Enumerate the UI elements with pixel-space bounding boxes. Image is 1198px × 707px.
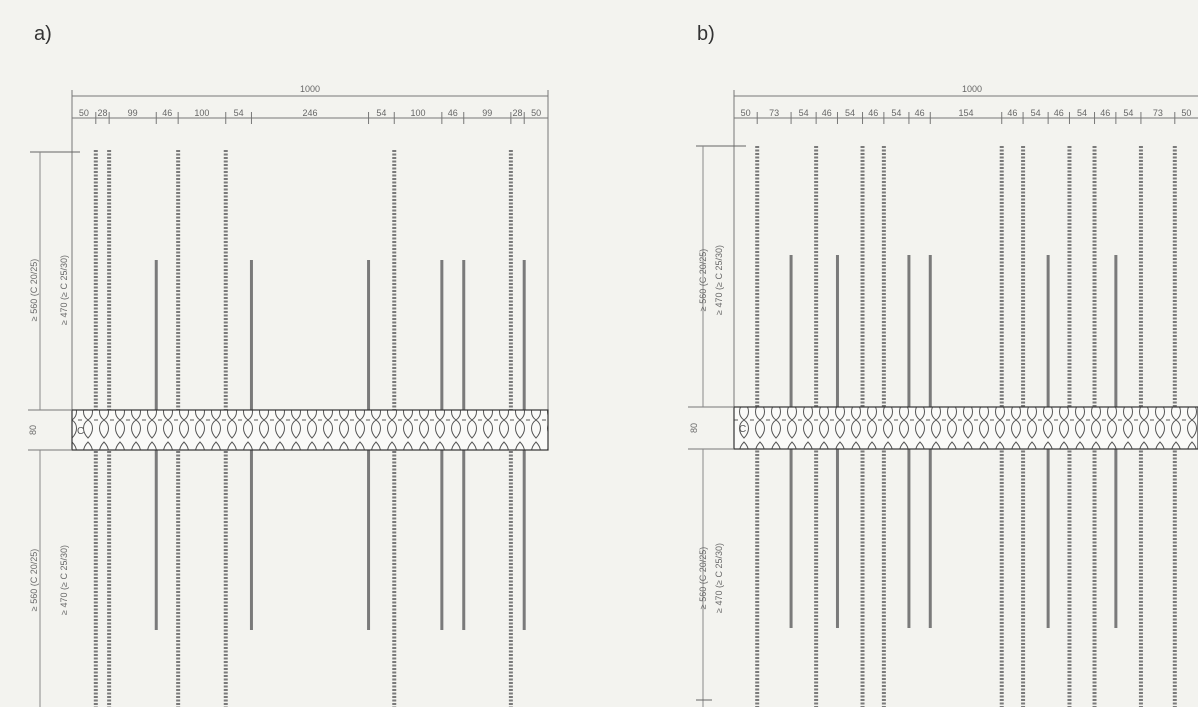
panel-b-insulation-block <box>733 406 1198 450</box>
panel-a-spacing-labels: 50 28 99 46 100 54 246 54 100 46 99 28 50 <box>79 108 541 124</box>
spacing-label: 46 <box>822 108 832 118</box>
spacing-label: 246 <box>302 108 317 118</box>
spacing-label: 46 <box>1100 108 1110 118</box>
spacing-label: 46 <box>448 108 458 118</box>
spacing-label: 73 <box>769 108 779 118</box>
spacing-label: 99 <box>482 108 492 118</box>
panel-b-lower-anchorage-label-1: ≥ 560 (C 20/25) <box>698 547 708 609</box>
spacing-label: 54 <box>1031 108 1041 118</box>
panel-b-upper-anchorage-label-1: ≥ 560 (C 20/25) <box>698 249 708 311</box>
spacing-label: 28 <box>513 108 523 118</box>
panel-a-total-dimension: 1000 <box>300 84 320 94</box>
spacing-label: 50 <box>531 108 541 118</box>
spacing-label: 46 <box>162 108 172 118</box>
spacing-label: 50 <box>741 108 751 118</box>
panel-b-total-dimension: 1000 <box>962 84 982 94</box>
spacing-label: 100 <box>411 108 426 118</box>
panel-a-insulation-mark: C <box>77 426 84 437</box>
panel-a-lower-anchorage-label-1: ≥ 560 (C 20/25) <box>29 549 39 611</box>
panel-b-upper-anchorage-label-2: ≥ 470 (≥ C 25/30) <box>714 245 724 315</box>
panel-a-insulation-block <box>71 409 549 451</box>
panel-a-upper-anchorage-label-2: ≥ 470 (≥ C 25/30) <box>59 255 69 325</box>
spacing-label: 50 <box>1181 108 1191 118</box>
spacing-label: 54 <box>891 108 901 118</box>
spacing-label: 54 <box>799 108 809 118</box>
spacing-label: 28 <box>97 108 107 118</box>
panel-a-insulation-thickness: 80 <box>28 425 38 435</box>
panel-b-label: b) <box>697 23 715 45</box>
panel-b-dimension-line <box>733 90 1198 410</box>
panel-b-lower-anchorage-label-2: ≥ 470 (≥ C 25/30) <box>714 543 724 613</box>
spacing-label: 54 <box>234 108 244 118</box>
panel-a-dimension-line <box>71 90 549 410</box>
spacing-label: 50 <box>79 108 89 118</box>
panel-a-upper-anchorage-label-1: ≥ 560 (C 20/25) <box>29 259 39 321</box>
panel-a-label: a) <box>34 23 52 45</box>
spacing-label: 54 <box>376 108 386 118</box>
spacing-label: 54 <box>845 108 855 118</box>
spacing-label: 46 <box>1007 108 1017 118</box>
spacing-label: 73 <box>1153 108 1163 118</box>
spacing-label: 54 <box>1077 108 1087 118</box>
spacing-label: 99 <box>128 108 138 118</box>
spacing-label: 100 <box>194 108 209 118</box>
panel-b-insulation-thickness: 80 <box>689 423 699 433</box>
panel-a-lower-anchorage-label-2: ≥ 470 (≥ C 25/30) <box>59 545 69 615</box>
panel-b-insulation-mark: C <box>739 424 746 435</box>
panel-b-spacing-labels: 50 73 54 46 54 46 54 46 154 46 54 46 54 46 54 73 50 <box>741 108 1191 124</box>
spacing-label: 46 <box>868 108 878 118</box>
spacing-label: 154 <box>958 108 973 118</box>
spacing-label: 46 <box>1054 108 1064 118</box>
panel-b: b) 1000 50 73 54 46 54 46 54 46 154 46 54 46 54 46 54 7… <box>688 23 1198 707</box>
spacing-label: 54 <box>1123 108 1133 118</box>
spacing-label: 46 <box>915 108 925 118</box>
